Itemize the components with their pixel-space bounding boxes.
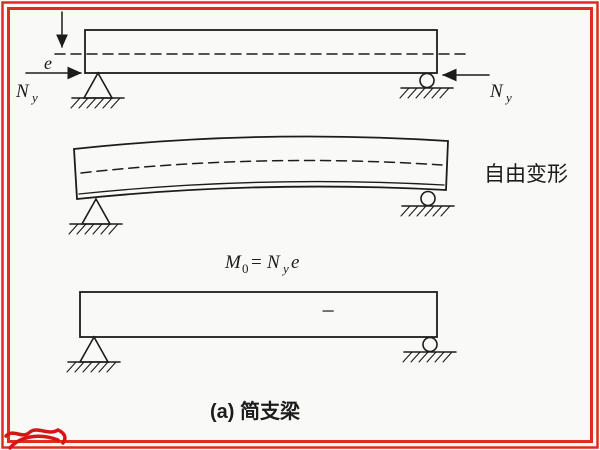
eccentricity-label: e [44,53,52,73]
right-end-edge [445,140,449,191]
roller-support [402,336,457,363]
right-force-subscript: y [504,90,512,105]
diagram-free-deformation: 自由变形 [68,135,568,235]
roller-support [400,190,455,217]
left-force-symbol: N [15,81,30,102]
ground-hatching [68,223,119,235]
force-subscript: y [281,261,289,276]
eccentricity-symbol: e [291,252,299,273]
negative-moment-sign: − [321,299,335,325]
ground-hatching [402,351,453,363]
equals-sign: = [251,252,262,273]
roller-support [399,72,454,99]
diagram-beam-with-eccentric-force: e N y N y [15,11,512,109]
moment-equation-label: M 0 = N y e [224,252,299,276]
deformed-top-edge [73,135,449,150]
diagram-equivalent-moment: M 0 = N y e − [66,252,457,373]
pin-support [68,197,123,235]
moment-symbol: M [224,252,242,273]
figure-caption: (a) 简支梁 [210,399,301,423]
free-deformation-label: 自由变形 [484,163,568,186]
right-force-symbol: N [489,81,504,102]
deformed-axis-dashed-line [80,159,443,174]
ground-hatching [66,361,117,373]
pin-support [70,71,125,109]
ground-hatching [399,87,450,99]
pin-support [66,335,121,373]
left-end-edge [73,148,78,200]
deformed-bottom-edge [76,185,447,200]
left-force-subscript: y [30,90,38,105]
beam-outline [79,291,438,338]
ground-hatching [70,97,121,109]
red-stamp-scribble [4,428,67,450]
bottom-fiber-line [78,180,445,195]
beam-outline [84,29,438,74]
moment-subscript: 0 [242,261,249,276]
ground-hatching [400,205,451,217]
force-symbol: N [266,252,281,273]
